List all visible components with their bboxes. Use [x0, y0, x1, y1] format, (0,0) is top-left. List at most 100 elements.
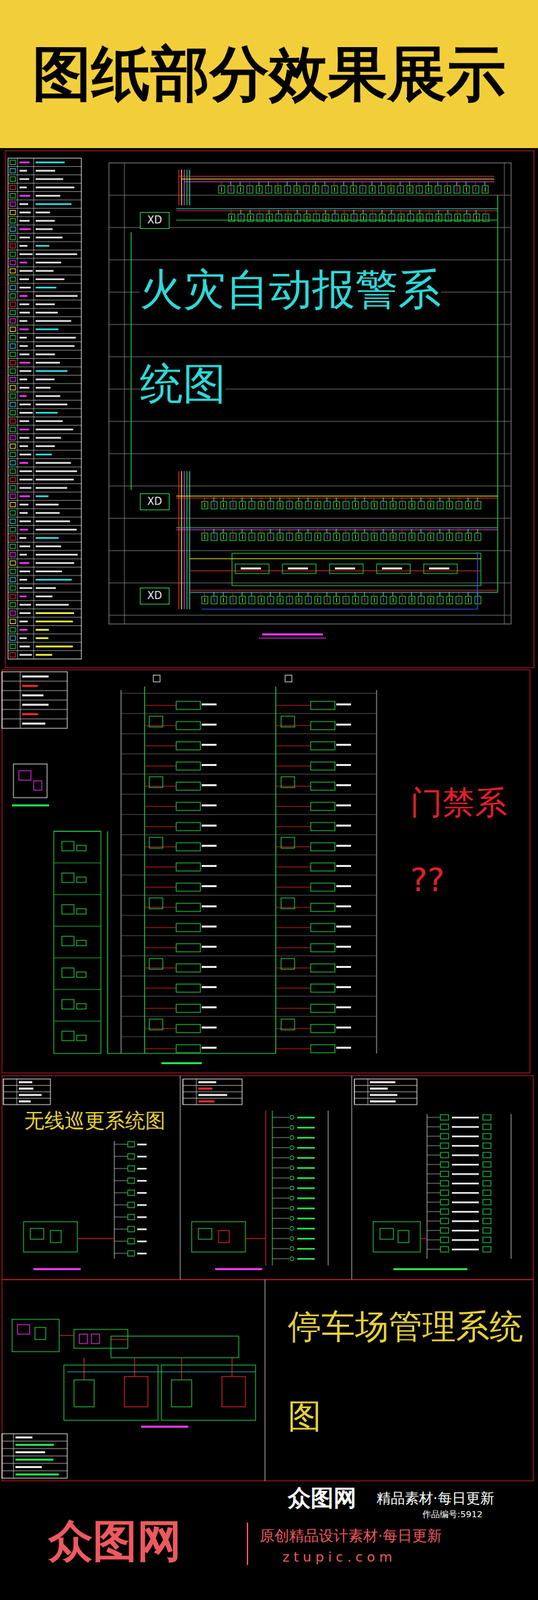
branch-wire	[272, 1257, 290, 1259]
trunk-line	[130, 232, 132, 490]
device-mark	[297, 1186, 315, 1189]
device-drop	[430, 496, 432, 502]
branch-wire	[275, 987, 311, 988]
detector-mark	[402, 533, 403, 539]
table-rule	[8, 624, 82, 626]
detector-symbol	[286, 532, 293, 541]
checkpoint-symbol	[127, 1225, 135, 1231]
legend-text-mark	[35, 553, 79, 556]
branch-wire	[114, 1155, 128, 1157]
device-mark	[336, 803, 352, 806]
device-drop	[258, 181, 260, 186]
door-controller	[310, 801, 335, 810]
branch-wire	[275, 704, 311, 706]
table-rule	[2, 689, 68, 691]
detector-mark	[336, 533, 337, 539]
device-drop	[449, 528, 450, 533]
door-controller	[310, 781, 335, 790]
door-controller	[176, 801, 201, 810]
table-rule	[8, 591, 82, 592]
detector-mark	[447, 215, 449, 220]
detector-mark	[364, 502, 366, 508]
reader-symbol	[289, 1235, 294, 1240]
branch-wire	[114, 1191, 128, 1193]
detector-symbol	[247, 213, 254, 222]
legend-icon	[10, 626, 16, 632]
detector-symbol	[220, 501, 227, 509]
branch-wire	[272, 1186, 290, 1188]
table-cell-mark	[198, 1099, 215, 1102]
sheet-frame	[2, 1278, 534, 1480]
device-mark	[451, 1143, 479, 1146]
legend-code-mark	[19, 595, 27, 598]
detector-mark	[402, 597, 403, 602]
detector-mark	[371, 186, 373, 192]
branch-wire	[275, 805, 311, 807]
detector-symbol	[378, 185, 385, 194]
detector-symbol	[473, 213, 480, 222]
legend-code-mark	[19, 478, 33, 481]
detector-symbol	[239, 595, 246, 604]
legend-icon	[10, 593, 16, 599]
detector-mark	[447, 186, 448, 192]
legend-icon	[10, 552, 16, 557]
camera-symbol	[440, 1207, 449, 1214]
table-rule	[8, 316, 82, 317]
table-rule	[8, 549, 82, 551]
legend-code-mark	[19, 219, 30, 222]
table-cell-mark	[18, 1099, 31, 1102]
table-cell-mark	[198, 1080, 216, 1083]
legend-text-mark	[35, 419, 63, 422]
detector-symbol	[258, 532, 265, 541]
device-drop	[402, 528, 403, 533]
loop-bus	[176, 210, 498, 212]
detector-symbol	[211, 595, 218, 604]
module-box	[423, 563, 458, 573]
device-drop	[457, 209, 458, 214]
branch-wire	[114, 1252, 128, 1253]
table-cell-mark	[15, 1435, 33, 1438]
branch-wire	[272, 1116, 290, 1118]
detector-symbol	[455, 501, 463, 509]
door-controller	[176, 700, 201, 709]
door-controller	[310, 882, 335, 891]
detector-mark	[279, 502, 281, 508]
caption-mark	[262, 632, 323, 635]
legend-icon	[10, 193, 16, 199]
device-mark	[297, 1246, 315, 1249]
camera-symbol	[440, 1245, 449, 1251]
legend-text-mark	[35, 578, 72, 581]
table-rule	[2, 671, 3, 728]
detector-symbol	[371, 595, 378, 604]
table-rule	[8, 583, 82, 584]
branch-wire	[272, 1146, 290, 1148]
detector-mark	[289, 597, 290, 602]
camera-symbol	[482, 1123, 491, 1129]
device-drop	[364, 528, 366, 533]
device-drop	[278, 209, 280, 214]
branch-wire	[272, 1197, 290, 1198]
device-drop	[325, 209, 327, 214]
detector-mark	[484, 186, 486, 192]
table-rule	[8, 482, 82, 484]
device-drop	[468, 591, 469, 596]
device-drop	[296, 181, 298, 186]
legend-text-mark	[35, 369, 68, 372]
detector-symbol	[350, 185, 357, 194]
detector-mark	[372, 215, 374, 220]
detector-symbol	[390, 501, 397, 509]
detector-mark	[485, 215, 487, 220]
legend-icon	[10, 393, 16, 399]
table-rule	[2, 680, 68, 682]
device-drop	[223, 528, 224, 533]
table-rule	[8, 366, 82, 368]
branch-wire	[144, 1007, 177, 1009]
detector-mark	[466, 186, 467, 192]
loop-bus	[189, 558, 481, 559]
detector-mark	[277, 186, 279, 192]
legend-code-mark	[19, 628, 28, 631]
detector-symbol	[446, 532, 453, 541]
legend-icon	[10, 402, 16, 407]
legend-text-mark	[35, 628, 50, 631]
reader-symbol	[289, 1174, 294, 1179]
